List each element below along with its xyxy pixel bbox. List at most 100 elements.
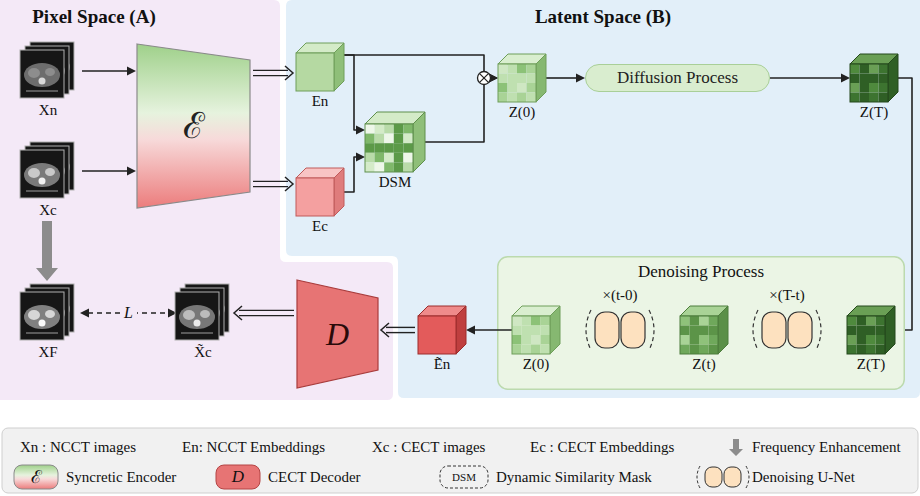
ncct-embedding-cube: En (296, 43, 344, 111)
frequency-arrow-icon (729, 439, 743, 456)
diffusion-process-pill: Diffusion Process (585, 64, 770, 92)
cube-pixel (857, 316, 867, 326)
cube-label-holder: En (266, 93, 374, 110)
cube-shape (296, 168, 344, 216)
cube-label-holder: Ec (266, 218, 374, 235)
cube-label-holder: Z(T) (820, 104, 920, 121)
cube-side (885, 306, 895, 354)
cube-label: Z(t) (692, 356, 715, 372)
ct-body (24, 163, 60, 187)
cube-pixel (531, 326, 541, 336)
ct-slice-frame (20, 50, 64, 98)
cube-side (334, 43, 344, 91)
cube-shape (498, 54, 546, 102)
cube-pixel (394, 153, 404, 163)
image-label: Xn (39, 102, 57, 118)
legend-text: Syncretic Encoder (66, 469, 176, 485)
cube-pixel (690, 326, 700, 336)
cube-pixel (522, 335, 532, 345)
pill-text: Diffusion Process (617, 68, 738, 88)
cube-pixel (866, 345, 876, 355)
cube-pixel (403, 134, 413, 144)
cube-label: Z(0) (523, 356, 550, 372)
cube-pixel (541, 345, 551, 355)
cube-label-holder: Z(0) (482, 356, 590, 373)
cube-shape (418, 306, 466, 354)
cube-shape (680, 306, 728, 354)
cube-pixel (508, 74, 518, 84)
cube-front-outline (296, 53, 334, 91)
ct-stack (20, 284, 76, 342)
cube-pixel (508, 83, 518, 93)
connector-line (253, 70, 288, 71)
cube-pixel (517, 64, 527, 74)
cube-pixel (857, 326, 867, 336)
annotation-label: ×(t-0) (602, 287, 637, 303)
cube-pixel (541, 335, 551, 345)
image-label-holder: Xc (0, 202, 106, 219)
cube-shape (296, 43, 344, 91)
legend-text-holder: Xc : CECT images (372, 438, 485, 456)
legend-text-holder: Dynamic Similarity Mask (496, 468, 652, 486)
cube-pixel (857, 345, 867, 355)
cube-front (296, 178, 334, 216)
cube-pixel (869, 93, 879, 103)
trapezoid-outline (297, 280, 378, 388)
legend-text: Xn : NCCT images (20, 439, 136, 455)
legend-text: Frequency Enhancement (752, 439, 901, 455)
cube-pixel (365, 162, 375, 172)
panel-shape (498, 257, 905, 390)
cube-pixel (527, 74, 537, 84)
legend-text: En: NCCT Embeddings (182, 439, 325, 455)
cube-shape (847, 306, 895, 354)
trapezoid-outline (137, 44, 250, 208)
cube-shape (365, 112, 425, 172)
connector-line (239, 315, 294, 316)
annotation-label-holder: ×(T-t) (727, 287, 847, 304)
cube-pixel (850, 83, 860, 93)
ct-spine (39, 320, 46, 327)
cube-pixel (879, 93, 889, 103)
multiply-cross (480, 74, 489, 83)
cube-pixel (403, 153, 413, 163)
cube-pixel (860, 83, 870, 93)
ct-slice-frame (175, 292, 219, 340)
cube-front-outline (850, 64, 888, 102)
synthesized-cect-stack: X̃c (175, 284, 231, 360)
ct-table (26, 190, 58, 192)
cube-pixel (512, 316, 522, 326)
cube-pixel (384, 162, 394, 172)
image-label-holder: X̃c (145, 344, 261, 361)
unet-half (705, 467, 722, 487)
cube-front (296, 53, 334, 91)
cube-pixel (403, 124, 413, 134)
legend-band (2, 428, 918, 493)
ct-table (181, 332, 213, 334)
edge-label-holder: L (99, 303, 159, 323)
cube-pixel (876, 345, 886, 355)
cube-pixel (365, 143, 375, 153)
cube-pixel (527, 64, 537, 74)
frequency-enhanced-stack: XF (20, 284, 76, 360)
cube-side (413, 112, 425, 172)
cube-pixel (860, 64, 870, 74)
cube-pixel (879, 64, 889, 74)
cube-pixel (680, 335, 690, 345)
cect-image-stack: Xc (20, 142, 76, 218)
cube-front-outline (512, 316, 550, 354)
cube-label-holder: Z(T) (817, 356, 920, 373)
denoising-process-panel: Denoising ProcessZ(0)Z(t)Z(T) (497, 256, 905, 390)
cube-pixel (869, 64, 879, 74)
cube-pixel (498, 64, 508, 74)
module-letter-holder: ℰ (137, 44, 250, 208)
image-label: XF (38, 344, 57, 360)
multiply-cross (480, 74, 489, 83)
cube-pixel (850, 74, 860, 84)
cube-pixel (541, 326, 551, 336)
legend-text: Dynamic Similarity Mask (496, 469, 652, 485)
cube-pixel (850, 93, 860, 103)
latent-cube: Z(t) (680, 306, 728, 374)
cube-pixel (522, 326, 532, 336)
cube-pixel (527, 93, 537, 103)
